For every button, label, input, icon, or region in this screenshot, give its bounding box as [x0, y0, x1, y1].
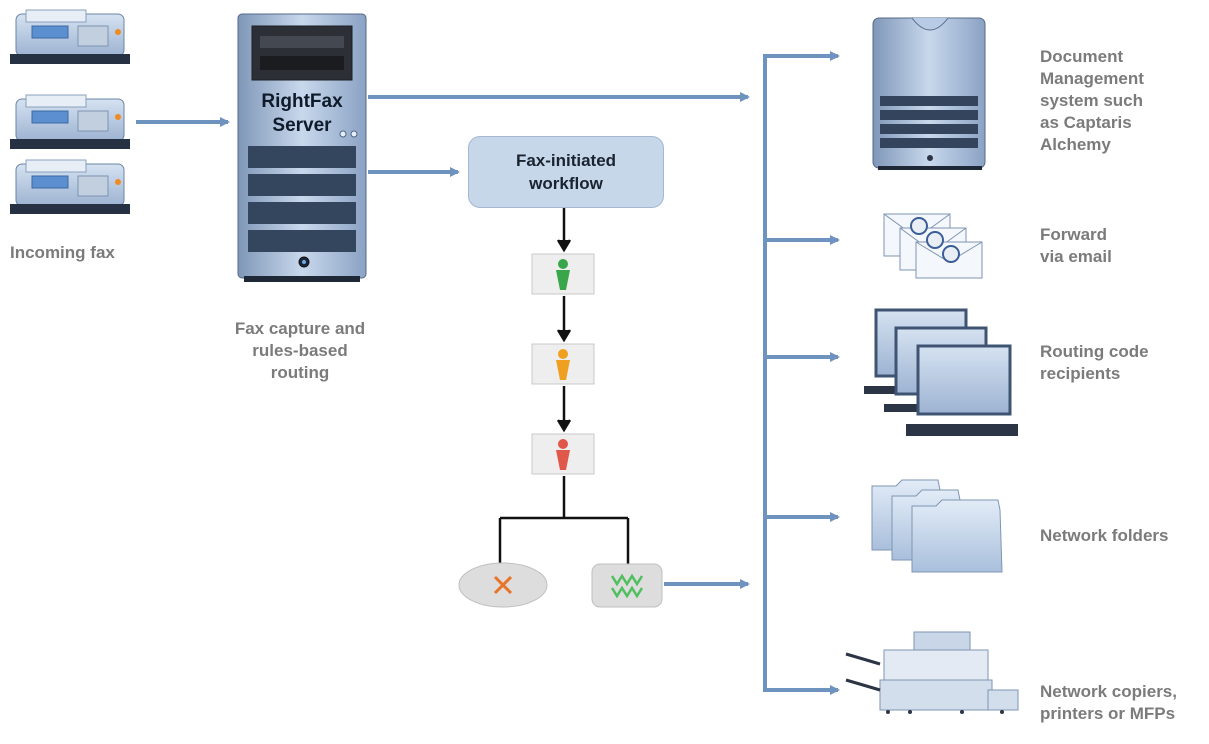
capture-label: Fax capture and rules-based routing [200, 318, 400, 384]
dms-line4: as Captaris [1040, 113, 1132, 132]
rightfax-server-icon [237, 13, 367, 282]
destination-folders-label: Network folders [1040, 525, 1168, 547]
copiers-line1: Network copiers, [1040, 682, 1177, 701]
workflow-title-line1: Fax-initiated [515, 151, 617, 170]
email-envelopes-icon [883, 213, 983, 279]
approver-orange-icon [531, 343, 595, 385]
email-line2: via email [1040, 247, 1112, 266]
fax-machines-icon [10, 9, 130, 214]
workflow-title-line2: workflow [529, 174, 603, 193]
routing-line2: recipients [1040, 364, 1121, 383]
workflow-chain [498, 208, 630, 565]
approver-red-icon [531, 433, 595, 475]
server-title: RightFax Server [238, 90, 366, 138]
dms-line1: Document [1040, 47, 1124, 66]
dms-line2: Management [1040, 69, 1144, 88]
destination-email-label: Forward via email [1040, 224, 1112, 268]
destination-dms-label: Document Management system such as Capta… [1040, 46, 1144, 156]
dms-line5: Alchemy [1040, 135, 1111, 154]
approve-node [591, 563, 663, 608]
destination-routing-label: Routing code recipients [1040, 341, 1149, 385]
approver-green-icon [531, 253, 595, 295]
computers-icon [864, 308, 1018, 436]
routing-line1: Routing code [1040, 342, 1149, 361]
folders-line1: Network folders [1040, 526, 1169, 545]
capture-label-line1: Fax capture and [234, 319, 366, 338]
capture-label-line3: routing [270, 363, 330, 382]
incoming-fax-label: Incoming fax [10, 243, 115, 262]
copiers-line2: printers or MFPs [1040, 704, 1176, 723]
server-title-line1: RightFax [261, 91, 343, 112]
flow-arrows [136, 51, 840, 695]
email-line1: Forward [1040, 225, 1108, 244]
destination-copiers-label: Network copiers, printers or MFPs [1040, 681, 1177, 725]
dms-line3: system such [1040, 91, 1143, 110]
copier-icon [845, 631, 1019, 714]
workflow-box: Fax-initiated workflow [468, 136, 664, 208]
server-title-line2: Server [272, 115, 332, 136]
dms-server-icon [872, 17, 986, 170]
reject-node [458, 562, 548, 608]
folders-icon [871, 479, 1003, 573]
capture-label-line2: rules-based [252, 341, 348, 360]
